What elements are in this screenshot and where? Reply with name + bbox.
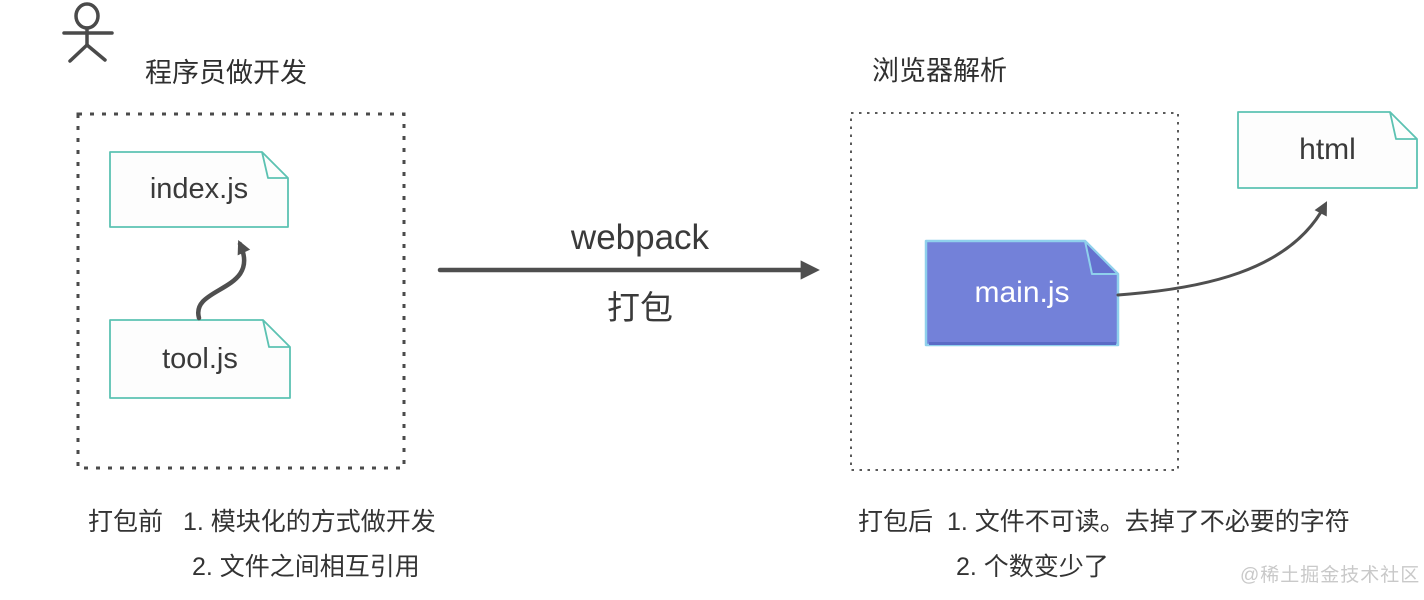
after-bundle-prefix: 打包后 <box>858 508 934 536</box>
html-file-shape <box>1237 111 1418 189</box>
stick-figure-icon <box>62 2 114 63</box>
juejin-watermark: @稀土掘金技术社区 <box>1240 565 1421 586</box>
html-file-label: html <box>1299 133 1356 166</box>
before-bundle-point-2: 2. 文件之间相互引用 <box>192 553 420 581</box>
developer-section-title: 程序员做开发 <box>145 58 307 88</box>
after-bundle-point-1: 1. 文件不可读。去掉了不必要的字符 <box>947 508 1350 536</box>
bundle-action-label: 打包 <box>607 289 673 326</box>
before-bundle-prefix: 打包前 <box>88 508 164 536</box>
tool-js-file-label: tool.js <box>162 342 238 375</box>
import-arrow-tool-to-index <box>196 240 251 321</box>
index-js-file-label: index.js <box>149 173 249 205</box>
source-files-dashed-box <box>76 112 406 470</box>
index-js-file-shape <box>109 151 289 228</box>
webpack-label: webpack <box>570 218 710 257</box>
bundle-output-dotted-box <box>850 112 1179 471</box>
tool-js-file-shape <box>109 319 291 399</box>
after-bundle-point-2: 2. 个数变少了 <box>956 553 1109 581</box>
main-js-file-shape <box>924 239 1120 347</box>
main-js-file-label: main.js <box>974 276 1070 309</box>
browser-section-title: 浏览器解析 <box>872 56 1007 86</box>
before-bundle-point-1: 1. 模块化的方式做开发 <box>183 508 436 536</box>
reference-arrow-main-to-html <box>1116 201 1328 297</box>
